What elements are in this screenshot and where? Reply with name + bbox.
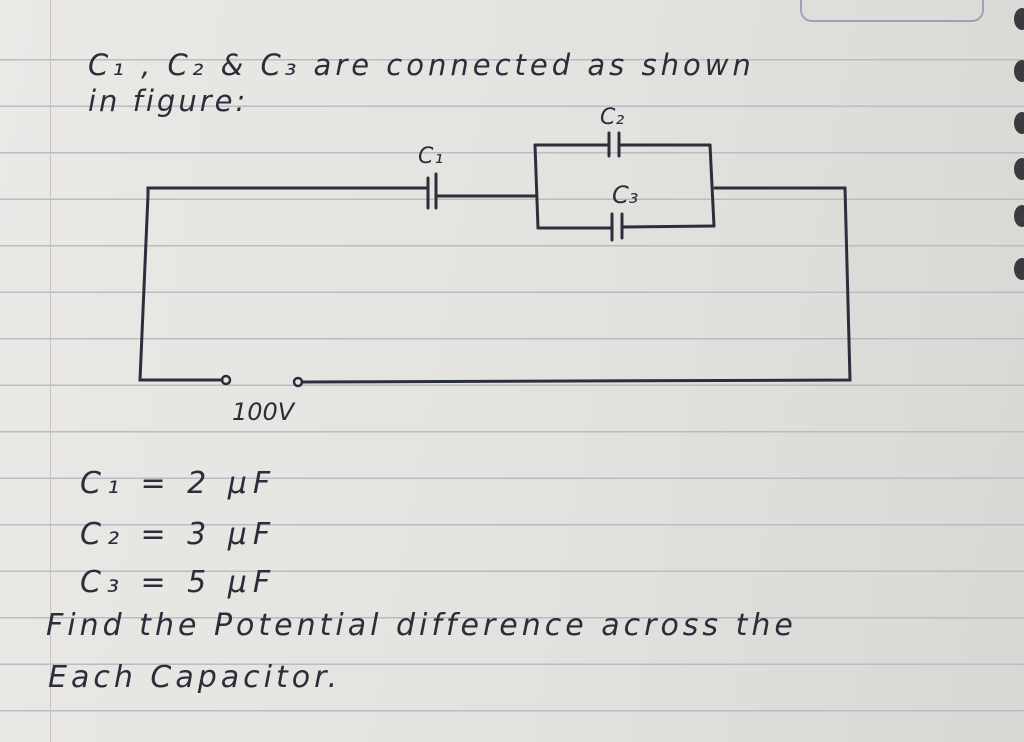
c2-label: C₂ xyxy=(600,105,624,130)
c1-label: C₁ xyxy=(418,144,444,169)
source-terminal-right xyxy=(292,376,304,388)
wire-bottom xyxy=(300,186,852,384)
source-voltage-label: 100V xyxy=(232,398,296,426)
binder-hole xyxy=(1014,60,1024,82)
wire-top-left xyxy=(146,186,430,197)
binder-hole xyxy=(1014,8,1024,30)
parallel-left-rail xyxy=(533,143,540,230)
parallel-right-rail xyxy=(708,143,716,228)
page-margin-line xyxy=(50,0,51,742)
question-line-1: C₁ , C₂ & C₃ are connected as shown xyxy=(88,48,755,82)
wire-c3-right xyxy=(620,224,716,229)
binder-hole xyxy=(1014,258,1024,280)
page-header-box xyxy=(800,0,984,22)
binder-hole xyxy=(1014,205,1024,227)
c3-label: C₃ xyxy=(612,181,638,209)
binder-hole xyxy=(1014,158,1024,180)
question-line-2: in figure: xyxy=(88,84,249,118)
c3-value: C₃ = 5 μF xyxy=(80,565,277,600)
binder-hole xyxy=(1014,112,1024,134)
source-terminal-left xyxy=(220,374,232,386)
wire-left xyxy=(138,193,224,382)
task-line-1: Find the Potential difference across the xyxy=(46,608,797,643)
task-line-2: Each Capacitor. xyxy=(48,660,342,695)
c1-value: C₁ = 2 μF xyxy=(80,466,277,501)
c2-value: C₂ = 3 μF xyxy=(80,517,277,552)
